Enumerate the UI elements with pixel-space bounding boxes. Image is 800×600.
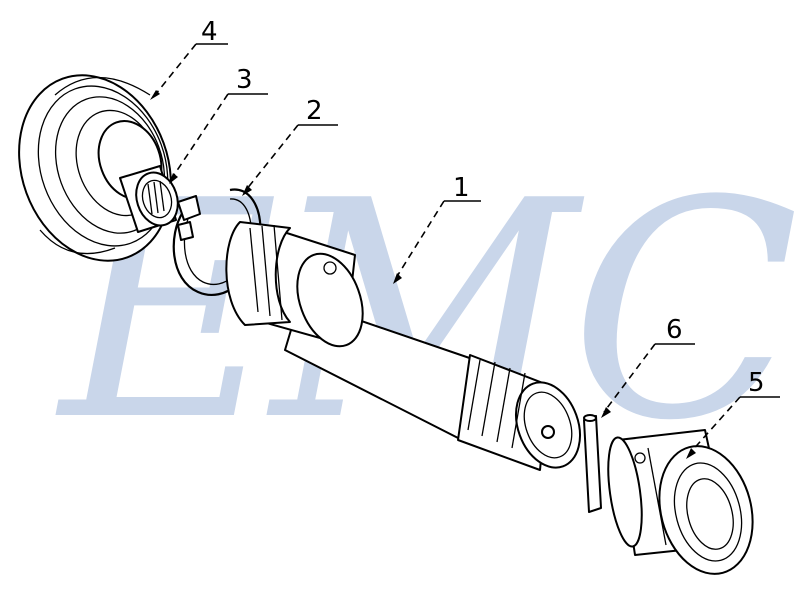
callout-6-number: 6 xyxy=(666,315,683,345)
callout-2-number: 2 xyxy=(306,96,323,126)
splined-shaft-part xyxy=(225,221,581,471)
callout-3: 3 xyxy=(169,65,268,184)
callout-6: 6 xyxy=(601,315,695,418)
callout-2: 2 xyxy=(242,96,338,196)
callout-1: 1 xyxy=(393,173,481,284)
callout-1-number: 1 xyxy=(453,173,470,203)
callout-4: 4 xyxy=(150,17,228,100)
emc-watermark: EMC xyxy=(55,137,795,486)
splined-sleeve-part xyxy=(607,429,754,575)
callout-3-number: 3 xyxy=(236,65,253,95)
callout-5: 5 xyxy=(686,368,780,459)
callout-5-number: 5 xyxy=(748,368,765,398)
needle-bearing-part xyxy=(119,165,179,233)
pin-part xyxy=(583,414,602,513)
callout-4-number: 4 xyxy=(201,17,218,47)
